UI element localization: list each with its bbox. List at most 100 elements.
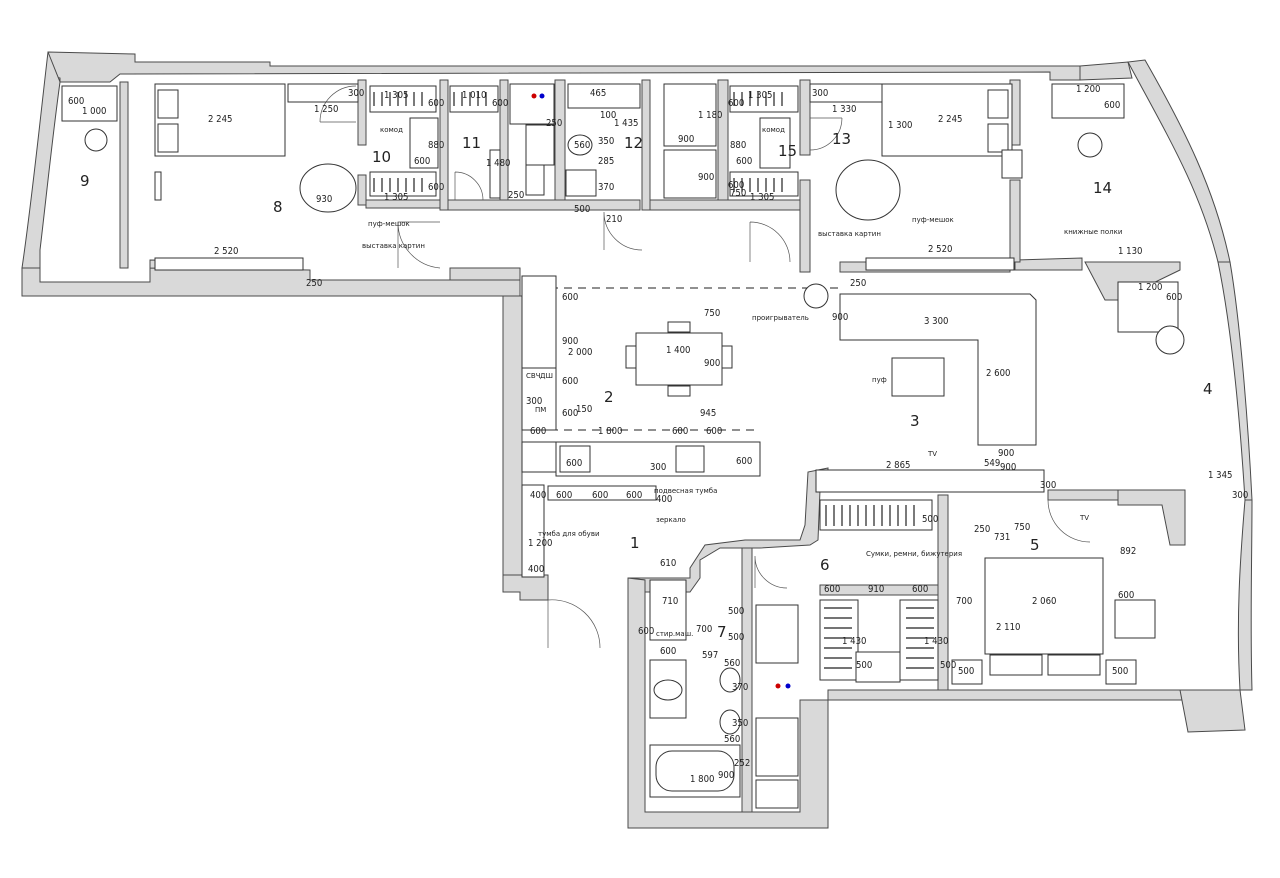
dimension: 1 305	[750, 192, 774, 203]
dimension: 600	[562, 408, 578, 419]
dimension: 560	[724, 658, 740, 669]
dimension: 750	[1014, 522, 1030, 533]
label-komod: комод	[762, 126, 785, 134]
dimension: 100	[600, 110, 616, 121]
dimension: 900	[1000, 462, 1016, 473]
dimension: 250	[546, 118, 562, 129]
label-vystavka: выставка картин	[818, 230, 881, 238]
dimension: 600	[1104, 100, 1120, 111]
dimension: 250	[974, 524, 990, 535]
dimension: 600	[638, 626, 654, 637]
dimension: 600	[912, 584, 928, 595]
label-komod: комод	[380, 126, 403, 134]
dimension: 400	[528, 564, 544, 575]
room-number-6: 6	[820, 556, 830, 574]
dimension: 700	[956, 596, 972, 607]
dimension: 600	[428, 98, 444, 109]
dimension: 910	[868, 584, 884, 595]
dimension: 400	[530, 490, 546, 501]
dimension: 750	[704, 308, 720, 319]
dimension: 300	[650, 462, 666, 473]
dimension: 150	[576, 404, 592, 415]
dimension: 300	[526, 396, 542, 407]
dimension: 600	[68, 96, 84, 107]
dimension: 300	[812, 88, 828, 99]
dimension: 500	[940, 660, 956, 671]
dimension: 285	[598, 156, 614, 167]
dimension: 600	[736, 156, 752, 167]
dimension: 500	[856, 660, 872, 671]
label-tv: TV	[1079, 514, 1089, 522]
dimension: 1 200	[1138, 282, 1162, 293]
room-number-7: 7	[717, 623, 727, 641]
room-number-15: 15	[778, 142, 797, 160]
label-tumba-obuvi: тумба для обуви	[538, 530, 600, 538]
dimension: 710	[662, 596, 678, 607]
dimension: 560	[724, 734, 740, 745]
dimension: 350	[732, 718, 748, 729]
dimension: 500	[574, 204, 590, 215]
dimension: 700	[696, 624, 712, 635]
dimension: 500	[728, 606, 744, 617]
dimension: 1 800	[598, 426, 622, 437]
dimension: 500	[922, 514, 938, 525]
dimension: 2 060	[1032, 596, 1056, 607]
dimension: 250	[306, 278, 322, 289]
dimension: 600	[562, 292, 578, 303]
dimension: 900	[832, 312, 848, 323]
dimension: 560	[574, 140, 590, 151]
dimensions: 600 1 000 2 245 1 250 300 1 305 600 880 …	[68, 84, 1248, 785]
room-number-9: 9	[80, 172, 90, 190]
room-number-1: 1	[630, 534, 640, 552]
dimension: 900	[678, 134, 694, 145]
label-svch: СВЧ	[526, 372, 541, 380]
dimension: 600	[736, 456, 752, 467]
utility-markers	[531, 93, 791, 689]
dimension: 300	[1232, 490, 1248, 501]
dimension: 1 305	[384, 192, 408, 203]
dimension: 1 200	[1076, 84, 1100, 95]
dimension: 600	[562, 376, 578, 387]
dimension: 597	[702, 650, 718, 661]
dimension: 900	[698, 172, 714, 183]
dimension: 600	[706, 426, 722, 437]
dimension: 1 435	[614, 118, 638, 129]
label-proigryvatel: проигрыватель	[752, 314, 809, 322]
label-sumki: Сумки, ремни, бижутерия	[866, 550, 962, 558]
label-puf: пуф	[872, 376, 887, 384]
dimension: 1 400	[666, 345, 690, 356]
dimension: 1 430	[924, 636, 948, 647]
label-stir-mash: стир.маш.	[656, 630, 693, 638]
dimension: 500	[728, 632, 744, 643]
dimension: 1 305	[748, 90, 772, 101]
dimension: 210	[606, 214, 622, 225]
dimension: 300	[348, 88, 364, 99]
label-vystavka: выставка картин	[362, 242, 425, 250]
dimension: 600	[530, 426, 546, 437]
dimension: 600	[1166, 292, 1182, 303]
dimension: 930	[316, 194, 332, 205]
dimension: 1 180	[698, 110, 722, 121]
dimension: 1 000	[82, 106, 106, 117]
dimension: 945	[700, 408, 716, 419]
dimension: 300	[1040, 480, 1056, 491]
label-zerkalo: зеркало	[656, 516, 686, 524]
dimension: 370	[598, 182, 614, 193]
room-number-5: 5	[1030, 536, 1040, 554]
dimension: 2 520	[928, 244, 952, 255]
doors	[319, 85, 1091, 649]
walls	[21, 51, 1253, 829]
dimension: 350	[598, 136, 614, 147]
dimension: 2 245	[208, 114, 232, 125]
dimension: 500	[958, 666, 974, 677]
dimension: 880	[428, 140, 444, 151]
room-number-14: 14	[1093, 179, 1112, 197]
dimension: 750	[730, 188, 746, 199]
dimension: 600	[728, 180, 744, 191]
dimension: 900	[998, 448, 1014, 459]
dimension: 1 305	[384, 90, 408, 101]
dimension: 900	[718, 770, 734, 781]
room-number-8: 8	[273, 198, 283, 216]
dimension: 900	[704, 358, 720, 369]
